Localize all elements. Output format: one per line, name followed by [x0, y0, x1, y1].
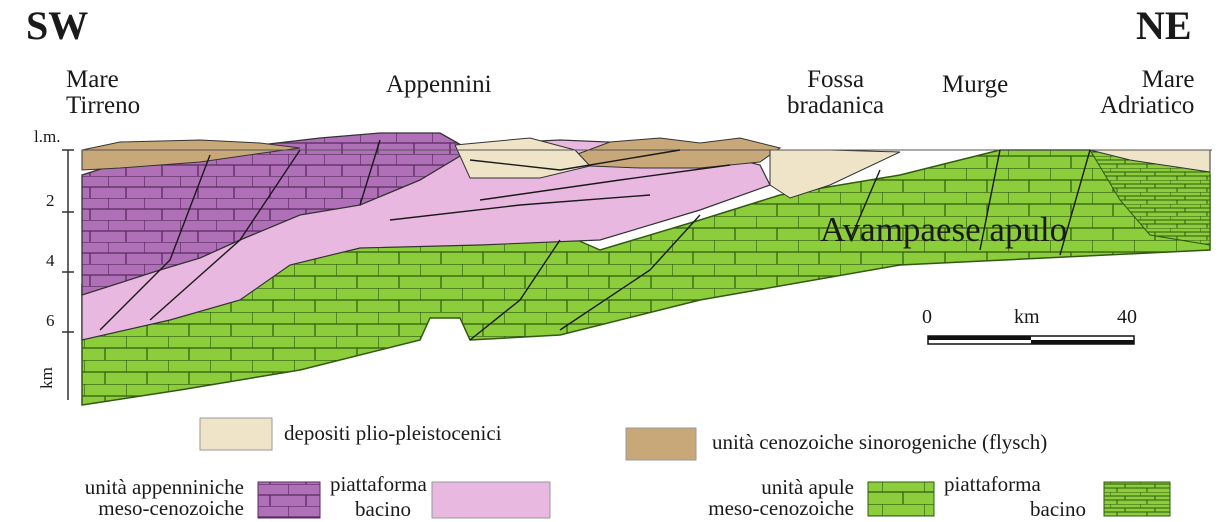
depth-axis-unit: km	[37, 367, 57, 389]
legend-label-appennine-platform: piattaforma	[330, 474, 427, 495]
legend-swatch-flysch	[626, 428, 696, 460]
legend-swatch-plio-pleistocene	[200, 418, 272, 450]
direction-sw: SW	[26, 2, 88, 49]
scale-bar-unit: km	[1014, 306, 1040, 329]
depth-tick-6: 6	[46, 311, 55, 331]
label-avampaese-apulo: Avampaese apulo	[820, 210, 1067, 250]
legend-label-flysch: unità cenozoiche sinorogeniche (flysch)	[712, 432, 1047, 453]
scale-bar-graphic	[928, 336, 1134, 344]
depth-tick-2: 2	[46, 191, 55, 211]
scale-bar-start: 0	[922, 306, 932, 329]
label-murge: Murge	[942, 72, 1008, 98]
label-appennini: Appennini	[386, 72, 492, 98]
legend-label-apulian-basin: bacino	[1030, 499, 1086, 520]
legend-label-plio-pleistocene: depositi plio-pleistocenici	[284, 423, 502, 444]
legend-label-appennine-basin: bacino	[355, 499, 411, 520]
depth-tick-4: 4	[46, 251, 55, 271]
scale-bar-end: 40	[1117, 306, 1137, 329]
legend-label-apulian-platform: piattaforma	[944, 474, 1041, 495]
legend-swatch-appennine-platform	[258, 482, 320, 518]
legend-swatch-apulian-platform	[868, 482, 934, 516]
depth-tick-sea-level: l.m.	[34, 127, 60, 147]
legend-swatch-apulian-basin	[1104, 482, 1170, 516]
direction-ne: NE	[1136, 2, 1192, 49]
legend-swatch-appennine-basin	[432, 482, 550, 518]
